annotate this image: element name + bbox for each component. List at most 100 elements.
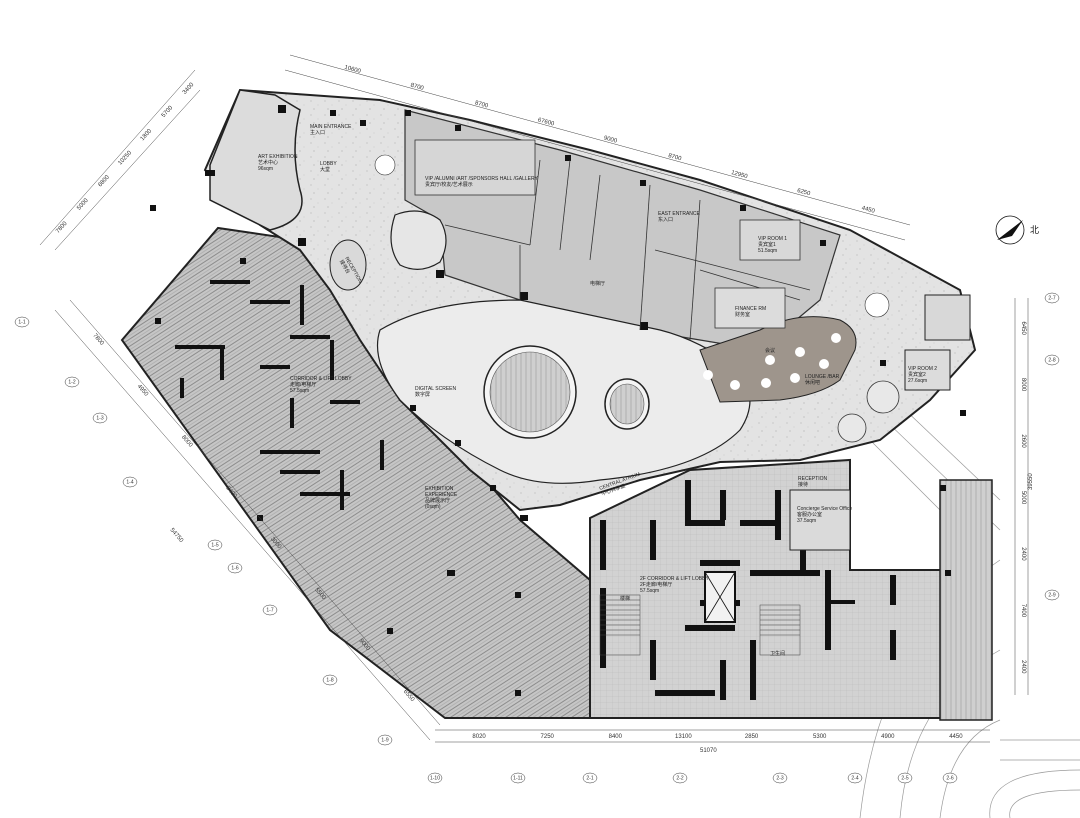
room-stair: 楼梯 <box>620 595 630 602</box>
axis-tag-label: 2-9 <box>1048 593 1055 599</box>
ne-corner-room <box>924 294 971 341</box>
axis-bubble <box>64 376 80 388</box>
top-dim-1: 8700 <box>410 83 425 92</box>
stair-2 <box>759 604 801 656</box>
lounge-bar-area <box>699 316 857 403</box>
axis-tag-label: 2-8 <box>1048 358 1055 364</box>
axis-bubble <box>1044 589 1060 601</box>
right-dim-0: 6450 <box>1020 322 1026 336</box>
lounge-seating <box>703 333 841 390</box>
left-top-dim-0: 7800 <box>55 220 69 234</box>
north-label: 北 <box>1030 225 1039 235</box>
north-office-partitions <box>414 139 811 341</box>
left-top-dim-2: 6800 <box>97 174 111 188</box>
axis-tag-label: 1-11 <box>513 776 523 782</box>
room-toilet: 卫生间 <box>770 650 785 657</box>
axis-tag-label: 1-5 <box>211 543 218 549</box>
axis-bubble <box>772 772 788 784</box>
axis-tag-label: 1-8 <box>326 678 333 684</box>
top-dim-2: 8700 <box>474 100 489 109</box>
axis-bubble <box>672 772 688 784</box>
axis-tag-label: 2-7 <box>1048 296 1055 302</box>
bottom-dim-7: 4450 <box>949 734 963 740</box>
axis-bubble <box>847 772 863 784</box>
stair-1 <box>599 594 641 656</box>
axis-tag-label: 1-4 <box>126 480 133 486</box>
lobby-ornament <box>374 154 396 176</box>
reception-desk <box>329 239 367 291</box>
left-dim-0: 7800 <box>91 333 105 348</box>
axis-bubble <box>262 604 278 616</box>
bottom-total-dim: 51070 <box>700 748 717 754</box>
axis-tag-label: 1-10 <box>430 776 440 782</box>
axis-bubble <box>510 772 526 784</box>
vip-room-2 <box>904 349 951 391</box>
left-top-dim-3: 10250 <box>117 150 133 167</box>
axis-tag-label: 1-2 <box>68 380 75 386</box>
axis-bubble <box>14 316 30 328</box>
room-elevator-hall: 电梯厅 <box>590 280 605 287</box>
right-dim-5: 7400 <box>1020 604 1026 618</box>
right-total-dim: 39550 <box>1028 473 1034 490</box>
axis-bubble <box>582 772 598 784</box>
lobby-partition <box>390 210 447 270</box>
right-dim-2: 2600 <box>1020 434 1026 448</box>
dimension-lines <box>39 54 1029 743</box>
room-dining: 会议 <box>765 347 775 354</box>
bottom-dim-3: 13100 <box>675 734 692 740</box>
top-dim-8: 4450 <box>861 206 876 215</box>
axis-tag-label: 2-3 <box>776 776 783 782</box>
right-dim-3: 5000 <box>1020 491 1026 505</box>
top-dim-5: 8700 <box>667 153 682 162</box>
north-arrow: 北 <box>995 215 1039 245</box>
round-table-2 <box>837 413 867 443</box>
axis-bubble <box>897 772 913 784</box>
axis-bubble <box>207 539 223 551</box>
left-total-dim: 54750 <box>168 527 184 544</box>
top-dim-3: 67600 <box>537 117 555 127</box>
axis-tag-label: 1-3 <box>96 416 103 422</box>
axis-tag-label: 1-1 <box>18 320 25 326</box>
axis-bubble <box>1044 354 1060 366</box>
axis-bubble <box>122 476 138 488</box>
east-ornament <box>864 292 890 318</box>
left-top-dim-6: 3400 <box>182 81 196 95</box>
top-dim-7: 6250 <box>796 188 811 197</box>
axis-tag-label: 1-7 <box>266 608 273 614</box>
bottom-dim-6: 4900 <box>881 734 895 740</box>
axis-tag-label: 2-5 <box>901 776 908 782</box>
axis-tag-label: 2-2 <box>676 776 683 782</box>
right-dim-1: 8000 <box>1020 378 1026 392</box>
axis-bubble <box>1044 292 1060 304</box>
axis-tag-label: 2-6 <box>946 776 953 782</box>
left-dim-1: 4950 <box>136 384 150 399</box>
top-dim-4: 9000 <box>603 135 618 144</box>
axis-bubble <box>322 674 338 686</box>
axis-bubble <box>227 562 243 574</box>
bottom-dim-2: 8400 <box>609 734 623 740</box>
axis-bubble <box>92 412 108 424</box>
right-dim-6: 2400 <box>1020 660 1026 674</box>
axis-tag-label: 1-9 <box>381 738 388 744</box>
concierge-office <box>789 489 851 551</box>
bottom-dim-1: 7250 <box>541 734 555 740</box>
east-block <box>939 479 993 721</box>
axis-bubble <box>942 772 958 784</box>
axis-bubble <box>377 734 393 746</box>
